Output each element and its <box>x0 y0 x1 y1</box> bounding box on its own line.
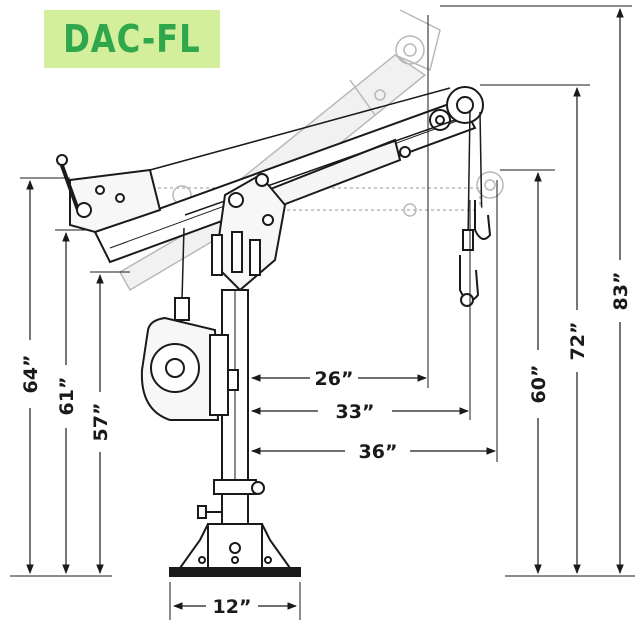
dimension-label-reach-26: 26” <box>315 368 354 390</box>
dimension-label-reach-36: 36” <box>359 441 398 463</box>
dimension-label-height-83: 83” <box>610 272 632 311</box>
winch-unit <box>140 227 239 421</box>
dimension-label-reach-33: 33” <box>336 401 375 423</box>
page-title: DAC-FL <box>63 17 201 61</box>
dimension-label-base-12: 12” <box>213 596 252 618</box>
snap-hooks <box>459 200 492 307</box>
dimension-label-height-57: 57” <box>90 403 112 442</box>
mast <box>169 173 301 577</box>
dimension-lines-vertical <box>26 8 624 574</box>
dimension-label-height-61: 61” <box>56 377 78 416</box>
dimension-lines-horizontal <box>173 374 496 610</box>
main-boom <box>56 86 484 264</box>
title-badge: DAC-FL <box>44 10 220 68</box>
dimension-label-height-72: 72” <box>567 322 589 361</box>
reference-lines <box>10 5 635 620</box>
dimension-label-height-64: 64” <box>20 355 42 394</box>
dimension-label-height-60: 60” <box>528 365 550 404</box>
